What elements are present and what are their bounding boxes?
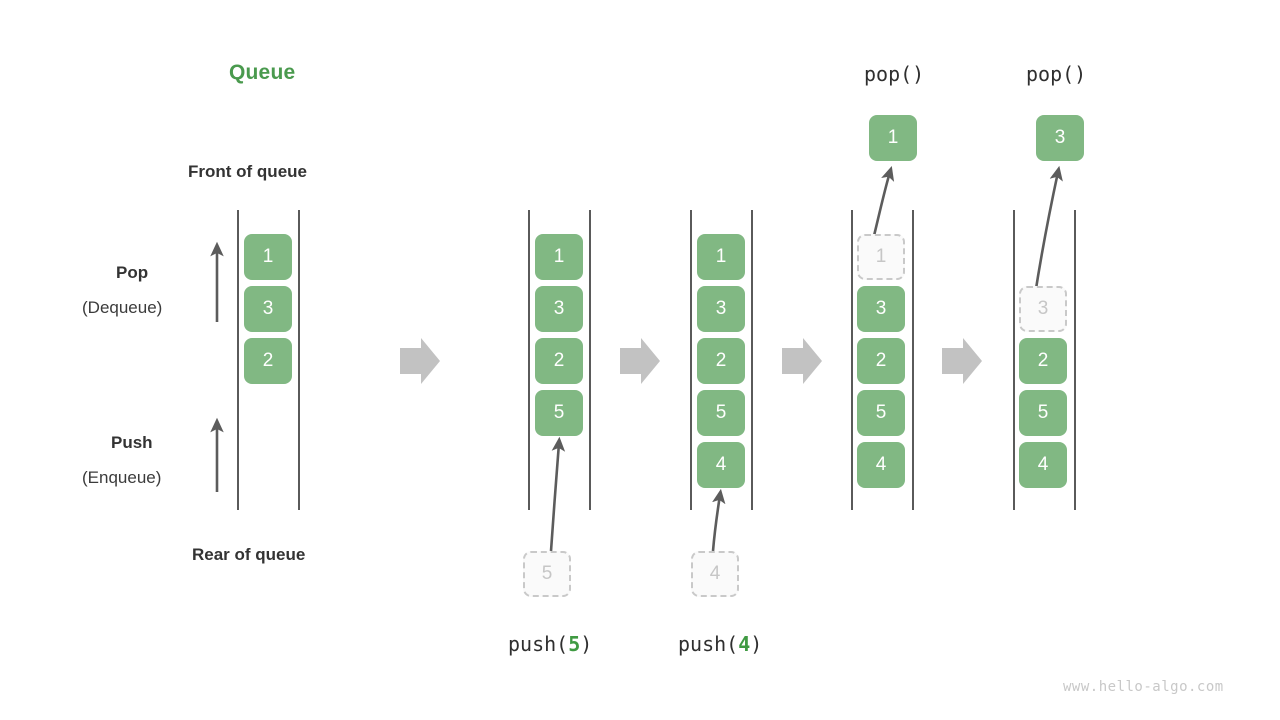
- queue-rail-right-col2: [589, 210, 591, 510]
- queue-rail-right-col3: [751, 210, 753, 510]
- flow-arrow-2: [620, 338, 660, 384]
- queue-rail-left-col4: [851, 210, 853, 510]
- push-caption-prefix: push(: [508, 632, 569, 656]
- watermark: www.hello-algo.com: [1063, 679, 1224, 695]
- queue-cell[interactable]: 5: [697, 390, 745, 436]
- queue-rail-left-col5: [1013, 210, 1015, 510]
- queue-rail-right-col5: [1074, 210, 1076, 510]
- queue-cell[interactable]: 3: [697, 286, 745, 332]
- queue-cell[interactable]: 2: [1019, 338, 1067, 384]
- push-caption-suffix: ): [580, 632, 593, 656]
- queue-rail-left-col3: [690, 210, 692, 510]
- page-title: Queue: [229, 61, 296, 84]
- pop-label: Pop: [116, 263, 149, 282]
- queue-cell[interactable]: 1: [697, 234, 745, 280]
- flow-arrow-4: [942, 338, 982, 384]
- queue-cell[interactable]: 2: [244, 338, 292, 384]
- front-of-queue-label: Front of queue: [188, 162, 307, 181]
- queue-cell[interactable]: 4: [857, 442, 905, 488]
- queue-cell[interactable]: 5: [1019, 390, 1067, 436]
- pop-3-extract-arrow: [1033, 165, 1063, 296]
- queue-cell[interactable]: 3: [244, 286, 292, 332]
- queue-cell[interactable]: 1: [535, 234, 583, 280]
- queue-cell[interactable]: 1: [244, 234, 292, 280]
- push-5-insert-arrow: [549, 436, 566, 552]
- queue-cell[interactable]: 3: [535, 286, 583, 332]
- flow-arrow-1: [400, 338, 440, 384]
- queue-cell[interactable]: 2: [697, 338, 745, 384]
- flow-arrow-3: [782, 338, 822, 384]
- queue-rail-left-col2: [528, 210, 530, 510]
- push-caption-suffix: ): [750, 632, 763, 656]
- queue-cell-ghost[interactable]: 3: [1019, 286, 1067, 332]
- queue-cell[interactable]: 2: [535, 338, 583, 384]
- queue-rail-right-col1: [298, 210, 300, 510]
- queue-rail-right-col4: [912, 210, 914, 510]
- queue-cell[interactable]: 4: [1019, 442, 1067, 488]
- push-caption-arg: 4: [738, 632, 751, 656]
- push-5-caption: push(5): [508, 632, 592, 656]
- incoming-ghost-cell[interactable]: 4: [691, 551, 739, 597]
- push-caption-arg: 5: [568, 632, 581, 656]
- queue-rail-left-col1: [237, 210, 239, 510]
- pop-caption-col4: pop(): [864, 62, 925, 86]
- push-4-insert-arrow: [711, 488, 726, 552]
- queue-cell-ghost[interactable]: 1: [857, 234, 905, 280]
- queue-cell[interactable]: 5: [857, 390, 905, 436]
- push-label: Push: [111, 433, 153, 452]
- rear-of-queue-label: Rear of queue: [192, 545, 306, 564]
- popped-cell[interactable]: 3: [1036, 115, 1084, 161]
- pop-caption-col5: pop(): [1026, 62, 1087, 86]
- queue-cell[interactable]: 2: [857, 338, 905, 384]
- push-sublabel: (Enqueue): [82, 468, 162, 487]
- push-caption-prefix: push(: [678, 632, 739, 656]
- queue-cell[interactable]: 4: [697, 442, 745, 488]
- popped-cell[interactable]: 1: [869, 115, 917, 161]
- push-4-caption: push(4): [678, 632, 762, 656]
- incoming-ghost-cell[interactable]: 5: [523, 551, 571, 597]
- pop-sublabel: (Dequeue): [82, 298, 163, 317]
- queue-cell[interactable]: 5: [535, 390, 583, 436]
- queue-cell[interactable]: 3: [857, 286, 905, 332]
